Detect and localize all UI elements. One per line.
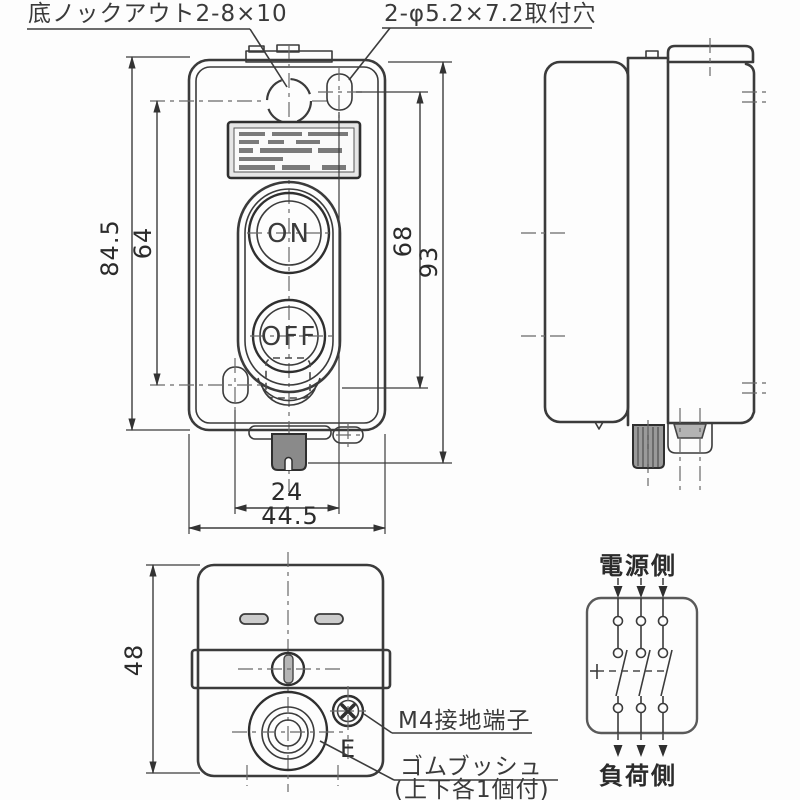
side-right-ticks [742,91,770,394]
circuit-poles [612,578,673,757]
front-view: ON OFF [96,44,452,534]
cable-gland-side [632,420,665,486]
cable-gland-notch [284,456,293,470]
button-housing-inner [244,188,334,386]
dim-93: 93 [415,246,443,279]
bottom-fittings [248,424,364,471]
button-housing-outer [236,180,342,394]
rubber-bush-note: (上下各1個付) [394,777,550,800]
off-button: OFF [250,298,334,374]
rubber-bush-side [667,408,713,492]
dim-24: 24 [271,478,304,506]
off-button-label: OFF [261,322,317,352]
side-cover-body [666,60,756,425]
dim-84-5: 84.5 [96,219,124,276]
vent-slot-left [239,613,269,625]
dim-48: 48 [120,644,148,677]
load-side-label: 負荷側 [599,762,677,790]
case-outline-outer [187,58,387,432]
cable-gland-front [271,433,307,471]
mounting-hole-bottom [150,358,264,410]
bottom-view: E 48 [120,552,392,792]
circuit-box [585,596,699,735]
band-screw [238,651,340,687]
on-button-label: ON [267,219,311,249]
linkage [590,664,668,679]
side-top-nub [645,50,659,59]
clamp-band [190,648,392,690]
side-body [543,60,630,424]
knockout-leader-line [249,28,288,88]
ground-terminal-screw [330,686,366,764]
callouts-top: 底ノックアウト2-8×10 2-φ5.2×7.2取付穴 [27,1,597,88]
side-cover-cap [666,44,755,64]
knockout-hole [150,77,330,125]
front-view-dimensions: 84.5 64 68 93 24 44.5 [96,56,452,534]
side-view [521,38,770,492]
side-bottom-notch [594,421,604,430]
bottom-view-dimensions: 48 [120,564,200,774]
case-outline-inner [195,66,379,424]
mounting-hole-leader-line [348,27,391,81]
ground-terminal-label: M4接地端子 [398,708,530,734]
housing-bottom-detail [257,357,321,406]
dim-64: 64 [129,227,157,260]
dim-44-5: 44.5 [261,502,318,530]
rubber-bush-label: ゴムブッシュ [400,754,543,780]
pole-2 [635,578,651,757]
mounting-hole-label: 2-φ5.2×7.2取付穴 [384,1,597,27]
callouts-bottom: M4接地端子 ゴムブッシュ (上下各1個付) [319,708,558,800]
top-tab-notch-left [248,45,265,53]
source-side-label: 電源側 [599,552,677,580]
vent-slot-right [314,613,344,625]
circuit-diagram: 電源側 [585,552,699,790]
dim-68: 68 [389,225,417,258]
knockout-label: 底ノックアウト2-8×10 [28,1,288,27]
mounting-hole-top [318,66,362,118]
earth-mark: E [340,735,355,763]
pole-3 [657,578,673,757]
bottom-box [196,563,385,778]
top-tab-notch-right [276,44,300,53]
nameplate [226,120,362,180]
nameplate-text-rows [239,132,348,170]
on-button: ON [247,191,331,275]
pole-1 [612,578,628,757]
rubber-bush-bottom [232,690,346,772]
